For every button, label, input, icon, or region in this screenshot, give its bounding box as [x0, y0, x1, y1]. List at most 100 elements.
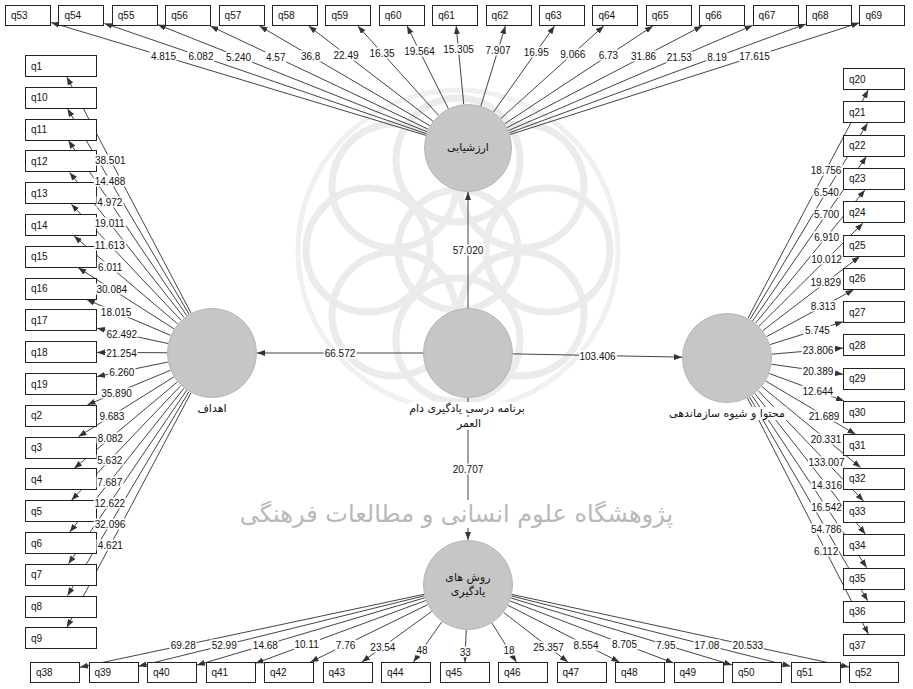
- indicator-box: q16: [25, 278, 97, 300]
- path-coefficient: 52.99: [211, 640, 238, 651]
- indicator-label: q16: [31, 283, 48, 294]
- path-arrow: [769, 374, 844, 401]
- path-coefficient: 4.815: [150, 51, 177, 62]
- indicator-label: q37: [849, 640, 866, 651]
- path-coefficient: 6.011: [97, 261, 123, 272]
- indicator-box: q2: [25, 405, 97, 427]
- path-coefficient: 18.015: [100, 307, 133, 318]
- indicator-box: q47: [557, 662, 607, 683]
- path-coefficient: 8.705: [611, 639, 638, 650]
- path-coefficient: 5.700: [813, 209, 840, 220]
- path-coefficient: 5.240: [225, 51, 252, 62]
- indicator-label: q29: [849, 373, 866, 384]
- path-coefficient: 8.313: [810, 301, 837, 312]
- construct-node: برنامه درسی یادگیری دام العمر: [398, 308, 538, 398]
- construct-label: محتوا و شیوه سازماندهی: [667, 407, 787, 420]
- path-coefficient: 69.28: [170, 640, 197, 651]
- indicator-label: q7: [31, 569, 42, 580]
- indicator-box: q9: [25, 627, 97, 649]
- indicator-label: q25: [849, 240, 866, 251]
- indicator-label: q35: [849, 573, 866, 584]
- path-coefficient: 21.689: [808, 410, 841, 421]
- path-coefficient: 6.260: [108, 366, 135, 377]
- indicator-label: q64: [598, 10, 615, 21]
- indicator-label: q68: [812, 10, 829, 21]
- path-coefficient: 18.756: [810, 164, 843, 175]
- indicator-label: q54: [64, 10, 81, 21]
- path-coefficient: 31.86: [630, 51, 657, 62]
- path-arrow: [767, 290, 854, 337]
- path-coefficient: 11.613: [94, 239, 126, 250]
- construct-circle: [167, 308, 257, 398]
- indicator-label: q33: [849, 506, 866, 517]
- indicator-box: q68: [806, 5, 852, 26]
- indicator-label: q14: [31, 220, 48, 231]
- indicator-label: q42: [270, 667, 287, 678]
- path-coefficient: 18: [503, 645, 516, 656]
- indicator-box: q37: [843, 634, 905, 656]
- path-arrow: [509, 24, 806, 133]
- indicator-label: q51: [797, 667, 814, 678]
- indicator-label: q26: [849, 273, 866, 284]
- path-arrow: [493, 26, 554, 112]
- path-coefficient: 21.53: [666, 51, 693, 62]
- path-arrow: [256, 601, 426, 664]
- indicator-box: q61: [432, 5, 478, 26]
- indicator-label: q8: [31, 601, 42, 612]
- indicator-box: q18: [25, 341, 97, 363]
- construct-label: برنامه درسی یادگیری دام العمر: [409, 402, 527, 430]
- path-coefficient: 7.95: [655, 639, 676, 650]
- path-coefficient: 62.492: [106, 328, 139, 339]
- path-arrow: [413, 622, 442, 662]
- construct-node: اهداف: [142, 308, 282, 398]
- indicator-box: q44: [381, 662, 431, 683]
- indicator-label: q63: [545, 10, 562, 21]
- indicator-label: q12: [31, 156, 48, 167]
- indicator-label: q60: [385, 10, 402, 21]
- path-arrow: [310, 605, 427, 662]
- indicator-box: q25: [843, 235, 905, 257]
- indicator-label: q67: [759, 10, 776, 21]
- indicator-box: q42: [264, 662, 314, 683]
- path-arrow: [197, 598, 425, 665]
- indicator-label: q34: [849, 540, 866, 551]
- path-coefficient: 20.389: [802, 365, 835, 376]
- indicator-box: q45: [440, 662, 490, 683]
- path-coefficient: 36.8: [300, 50, 321, 61]
- indicator-box: q46: [498, 662, 548, 683]
- path-arrow: [362, 611, 432, 662]
- indicator-label: q50: [738, 667, 755, 678]
- indicator-box: q19: [25, 373, 97, 395]
- path-coefficient: 8.19: [706, 51, 727, 62]
- path-arrow: [510, 23, 859, 135]
- path-coefficient: 6.540: [813, 186, 840, 197]
- construct-node: ارزشیابی: [424, 104, 512, 192]
- path-arrow: [210, 26, 428, 129]
- indicator-box: q11: [25, 119, 97, 141]
- indicator-label: q59: [331, 10, 348, 21]
- indicator-label: q69: [865, 10, 882, 21]
- path-coefficient: 8.082: [97, 433, 124, 444]
- indicator-box: q5: [25, 500, 97, 522]
- indicator-box: q26: [843, 268, 905, 290]
- indicator-label: q3: [31, 442, 42, 453]
- construct-label: روش های یادگیری: [430, 571, 506, 599]
- path-coefficient: 133.007: [808, 457, 846, 468]
- indicator-box: q36: [843, 601, 905, 623]
- indicator-label: q44: [387, 667, 404, 678]
- path-coefficient: 14.68: [252, 639, 279, 650]
- indicator-box: q23: [843, 168, 905, 190]
- indicator-box: q1: [25, 55, 97, 77]
- path-arrow: [512, 596, 791, 666]
- path-coefficient: 9.066: [559, 48, 586, 59]
- indicator-box: q12: [25, 150, 97, 172]
- path-coefficient: 19.829: [809, 277, 842, 288]
- watermark-block: پژوهشگاه علوم انسانی و مطالعات فرهنگی: [0, 500, 913, 528]
- path-coefficient: 12.622: [94, 498, 127, 509]
- indicator-box: q35: [843, 568, 905, 590]
- indicator-label: q1: [31, 61, 42, 72]
- indicator-label: q48: [621, 667, 638, 678]
- path-coefficient: 9.683: [98, 410, 125, 421]
- indicator-box: q67: [753, 5, 799, 26]
- watermark-text: پژوهشگاه علوم انسانی و مطالعات فرهنگی: [238, 500, 675, 528]
